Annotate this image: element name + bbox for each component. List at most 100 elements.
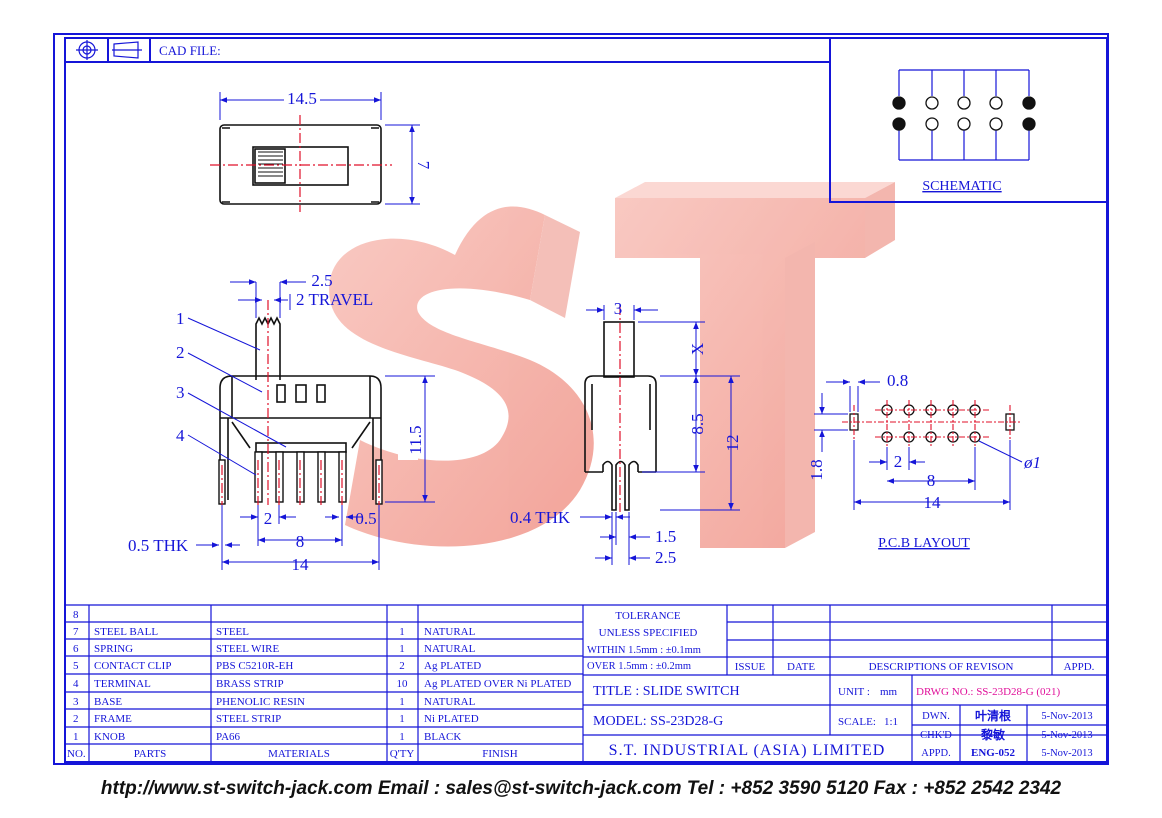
- bom-row-finish: Ag PLATED OVER Ni PLATED: [424, 678, 571, 690]
- scale-label: SCALE:: [838, 716, 876, 728]
- drawing-title: TITLE : SLIDE SWITCH: [593, 684, 740, 699]
- appd-label: APPD.: [1064, 661, 1095, 673]
- schematic-contacts: [892, 96, 1036, 131]
- bom-row-qty: 10: [397, 678, 409, 690]
- company-name: S.T. INDUSTRIAL (ASIA) LIMITED: [609, 742, 886, 759]
- dim-top-width: 14.5: [287, 89, 317, 108]
- bom-row-qty: 2: [399, 660, 405, 672]
- date-label: DATE: [787, 661, 815, 673]
- bom-row-qty: 1: [399, 626, 405, 638]
- callout-4: 4: [176, 426, 185, 445]
- dim-pcb-2: 2: [894, 452, 903, 471]
- bom-row-part: CONTACT CLIP: [94, 660, 171, 672]
- pcb-layout: 0.8 1.8 2 8 14 ø1 P.C.B LAYOUT: [807, 371, 1041, 551]
- bom-row-part: TERMINAL: [94, 678, 151, 690]
- appd2-date: 5-Nov-2013: [1041, 748, 1092, 759]
- bom-row-no: 8: [73, 609, 79, 621]
- unit-label: UNIT :: [838, 686, 870, 698]
- bom-row-no: 6: [73, 643, 79, 655]
- side-view: 3 X 8.5 12 0.4 THK 1.5 2.5: [510, 299, 742, 567]
- dwn-date: 5-Nov-2013: [1041, 711, 1092, 722]
- scale-value: 1:1: [884, 716, 898, 728]
- model-number: MODEL: SS-23D28-G: [593, 714, 723, 729]
- bom-row-no: 5: [73, 660, 79, 672]
- issue-label: ISSUE: [735, 661, 766, 673]
- callout-3: 3: [176, 383, 185, 402]
- chkd-label: CHK'D: [920, 730, 952, 741]
- dim-pin-offset: 0.5: [355, 509, 376, 528]
- tolerance-line-2: UNLESS SPECIFIED: [599, 627, 698, 639]
- unit-value: mm: [880, 686, 898, 698]
- chkd-date: 5-Nov-2013: [1041, 730, 1092, 741]
- bom-row-material: STEEL WIRE: [216, 643, 280, 655]
- bom-row-finish: NATURAL: [424, 643, 476, 655]
- bom-row-no: 3: [73, 696, 79, 708]
- top-view: 14.5 7: [210, 89, 433, 212]
- bom-row-qty: 1: [399, 731, 405, 743]
- dim-travel: 2 TRAVEL: [296, 290, 373, 309]
- dim-side-12: 12: [723, 435, 742, 452]
- bom-row-part: STEEL BALL: [94, 626, 158, 638]
- callout-2: 2: [176, 343, 185, 362]
- bom-row-material: PA66: [216, 731, 241, 743]
- bom-row-part: KNOB: [94, 731, 125, 743]
- dim-pin-thk: 0.5 THK: [128, 536, 189, 555]
- appd2-label: APPD.: [921, 748, 950, 759]
- dwn-name: 叶清根: [975, 708, 1011, 723]
- dim-pin-span: 8: [296, 532, 305, 551]
- dim-pin-pitch: 2: [264, 509, 273, 528]
- bom-row-no: 1: [73, 731, 79, 743]
- bom-header-qty: Q'TY: [390, 748, 415, 760]
- schematic-label: SCHEMATIC: [922, 179, 1001, 194]
- bom-header-materials: MATERIALS: [268, 748, 330, 760]
- bom-header-no: NO.: [67, 748, 86, 760]
- drawing-number: DRWG NO.: SS-23D28-G (021): [916, 686, 1061, 698]
- tolerance-line-1: TOLERANCE: [615, 610, 680, 622]
- dim-side-knob: 3: [614, 299, 623, 318]
- projection-symbol-icon: [76, 40, 142, 60]
- bom-row-qty: 1: [399, 713, 405, 725]
- front-view: 2.5 2 TRAVEL 11.5 2 0.5 8 14 0.5 THK 1 2…: [128, 271, 435, 574]
- bom-header-finish: FINISH: [482, 748, 518, 760]
- dim-side-85: 8.5: [688, 413, 707, 434]
- dim-overall: 14: [292, 555, 310, 574]
- bom-row-material: PBS C5210R-EH: [216, 660, 293, 672]
- contact-footer: http://www.st-switch-jack.com Email : sa…: [100, 778, 1062, 799]
- dim-pcb-08: 0.8: [887, 371, 908, 390]
- chkd-name: 黎敏: [981, 727, 1006, 742]
- dim-pcb-18: 1.8: [807, 459, 826, 480]
- tolerance-line-3: WITHIN 1.5mm : ±0.1mm: [587, 645, 701, 656]
- tolerance-line-4: OVER 1.5mm : ±0.2mm: [587, 661, 691, 672]
- dim-side-thk: 0.4 THK: [510, 508, 571, 527]
- bom-row-finish: NATURAL: [424, 696, 476, 708]
- dwn-label: DWN.: [922, 711, 950, 722]
- bom-row-material: STEEL: [216, 626, 249, 638]
- bom-row-finish: Ag PLATED: [424, 660, 481, 672]
- bom-row-material: STEEL STRIP: [216, 713, 281, 725]
- bom-row-finish: BLACK: [424, 731, 461, 743]
- bom-row-no: 2: [73, 713, 79, 725]
- revision-label: DESCRIPTIONS OF REVISON: [869, 661, 1014, 673]
- appd2-name: ENG-052: [971, 747, 1016, 759]
- dim-pcb-14: 14: [924, 493, 942, 512]
- dim-front-height: 11.5: [406, 425, 425, 454]
- st-watermark-logo: ST: [329, 182, 895, 548]
- bom-row-no: 4: [73, 678, 79, 690]
- dim-side-25: 2.5: [655, 548, 676, 567]
- schematic-diagram: [898, 69, 1030, 161]
- bom-row-qty: 1: [399, 643, 405, 655]
- bom-row-part: SPRING: [94, 643, 133, 655]
- bom-row-part: FRAME: [94, 713, 132, 725]
- bom-row-qty: 1: [399, 696, 405, 708]
- bom-header-parts: PARTS: [134, 748, 167, 760]
- title-block-grid: [65, 604, 1107, 762]
- dim-side-15: 1.5: [655, 527, 676, 546]
- bom-row-material: BRASS STRIP: [216, 678, 284, 690]
- outer-border: [53, 33, 1109, 765]
- dim-pcb-8: 8: [927, 471, 936, 490]
- bom-row-material: PHENOLIC RESIN: [216, 696, 305, 708]
- callout-1: 1: [176, 309, 185, 328]
- bom-row-no: 7: [73, 626, 79, 638]
- bom-row-part: BASE: [94, 696, 122, 708]
